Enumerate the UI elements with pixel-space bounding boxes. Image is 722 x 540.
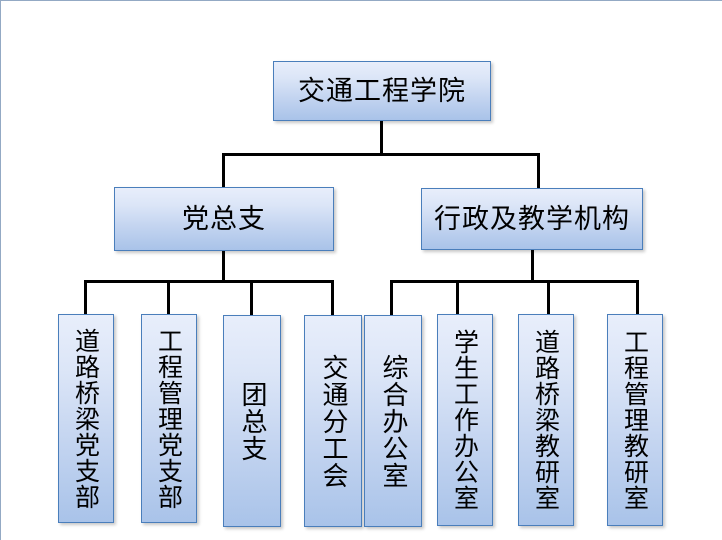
connector-dangzongzhi-stem bbox=[222, 251, 225, 282]
org-node-xuesheng-gongzuo-bangongshi-label: 学生工作办公室 bbox=[450, 329, 480, 511]
connector-dangzongzhi-child-3 bbox=[250, 280, 253, 315]
connector-dangzongzhi-bus-right bbox=[271, 280, 334, 283]
org-node-dangzongzhi[interactable]: 党总支 bbox=[114, 187, 334, 251]
connector-root-bus bbox=[222, 153, 540, 156]
org-node-root-label: 交通工程学院 bbox=[298, 75, 466, 107]
org-node-gongcheng-guanli-dangzhibu-label: 工程管理党支部 bbox=[154, 327, 184, 510]
org-node-jiaotong-fengonghui-label: 交通分工会 bbox=[318, 353, 348, 489]
org-node-daolu-qiaoliang-dangzhibu-label: 道路桥梁党支部 bbox=[71, 327, 101, 510]
connector-xingzheng-bus bbox=[390, 280, 639, 283]
connector-dangzongzhi-child-4 bbox=[331, 280, 334, 315]
org-node-daolu-qiaoliang-jiaoyanshi[interactable]: 道路桥梁教研室 bbox=[518, 314, 574, 526]
connector-xingzheng-child-2 bbox=[456, 280, 459, 315]
connector-xingzheng-child-3 bbox=[547, 280, 550, 315]
connector-xingzheng-child-1 bbox=[390, 280, 393, 315]
connector-root-to-dangzongzhi bbox=[222, 153, 225, 188]
org-node-xingzheng-jiaoxue[interactable]: 行政及教学机构 bbox=[421, 188, 643, 250]
connector-dangzongzhi-bus bbox=[84, 280, 274, 283]
org-node-zonghe-bangongshi[interactable]: 综合办公室 bbox=[364, 315, 422, 527]
org-node-gongcheng-guanli-dangzhibu[interactable]: 工程管理党支部 bbox=[141, 314, 197, 523]
org-node-zonghe-bangongshi-label: 综合办公室 bbox=[378, 353, 408, 489]
connector-xingzheng-stem bbox=[531, 250, 534, 282]
connector-root-stem bbox=[380, 120, 383, 155]
org-node-dangzongzhi-label: 党总支 bbox=[182, 203, 266, 235]
org-node-jiaotong-fengonghui[interactable]: 交通分工会 bbox=[304, 315, 362, 527]
connector-xingzheng-child-4 bbox=[636, 280, 639, 315]
org-node-gongcheng-guanli-jiaoyanshi[interactable]: 工程管理教研室 bbox=[607, 314, 663, 526]
connector-root-to-xingzheng bbox=[537, 153, 540, 188]
connector-dangzongzhi-child-1 bbox=[84, 280, 87, 315]
org-node-tuanzongzhi-label: 团总支 bbox=[237, 380, 267, 462]
org-node-gongcheng-guanli-jiaoyanshi-label: 工程管理教研室 bbox=[620, 329, 650, 511]
org-node-xingzheng-jiaoxue-label: 行政及教学机构 bbox=[434, 203, 630, 235]
org-node-daolu-qiaoliang-jiaoyanshi-label: 道路桥梁教研室 bbox=[531, 329, 561, 511]
connector-dangzongzhi-child-2 bbox=[167, 280, 170, 315]
org-node-root[interactable]: 交通工程学院 bbox=[273, 61, 491, 121]
org-node-xuesheng-gongzuo-bangongshi[interactable]: 学生工作办公室 bbox=[437, 314, 493, 526]
org-node-daolu-qiaoliang-dangzhibu[interactable]: 道路桥梁党支部 bbox=[58, 314, 114, 523]
org-node-tuanzongzhi[interactable]: 团总支 bbox=[223, 315, 281, 527]
